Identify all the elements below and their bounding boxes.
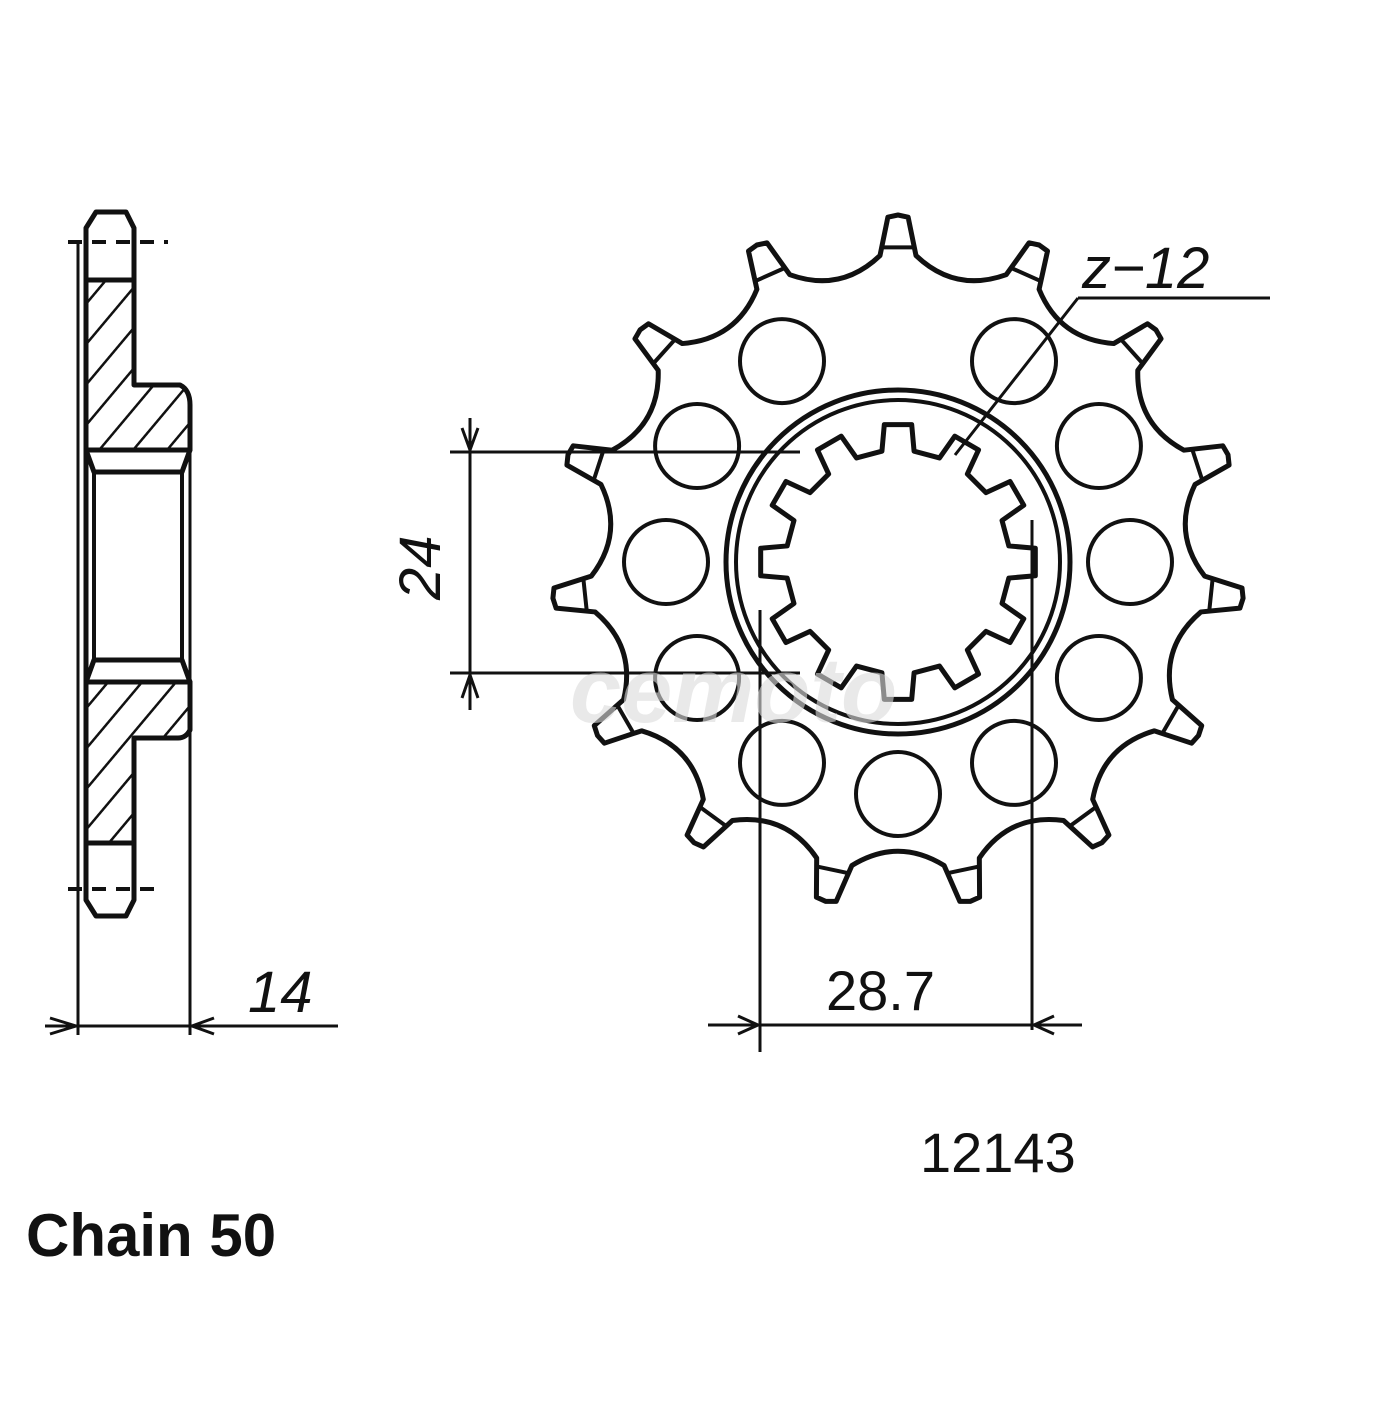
tooth-tip-chamfer bbox=[755, 266, 785, 283]
dimension-label-28-7: 28.7 bbox=[826, 959, 935, 1022]
tooth-tip-chamfer bbox=[1120, 339, 1144, 364]
watermark: cemoto bbox=[570, 640, 897, 742]
lower-hatched-section bbox=[83, 679, 193, 846]
tooth-tip-chamfer bbox=[817, 864, 848, 875]
bottom-tooth-profile bbox=[83, 843, 137, 919]
teeth-count-leader bbox=[953, 296, 1270, 456]
side-section-view bbox=[68, 209, 193, 1035]
lightening-hole bbox=[854, 750, 942, 838]
lightening-hole bbox=[1054, 402, 1143, 490]
chain-size-label: Chain 50 bbox=[26, 1202, 276, 1269]
dimension-width-28-7 bbox=[708, 520, 1082, 1052]
tooth-tip-chamfer bbox=[948, 864, 979, 875]
tooth-tip-chamfer bbox=[581, 580, 589, 610]
lightening-hole bbox=[653, 634, 742, 722]
top-tooth-profile bbox=[83, 209, 137, 280]
hub-ring-inner bbox=[734, 398, 1062, 726]
lower-hub-bevel bbox=[83, 657, 193, 685]
lightening-hole bbox=[622, 518, 710, 606]
lightening-hole bbox=[738, 718, 826, 807]
tooth-tip-chamfer bbox=[1207, 580, 1215, 610]
lightening-hole bbox=[1054, 634, 1143, 722]
sprocket-front-view bbox=[550, 212, 1246, 904]
dimension-height-24 bbox=[450, 418, 800, 710]
lightening-hole bbox=[738, 317, 826, 406]
tooth-tip-chamfer bbox=[1070, 806, 1096, 827]
lightening-hole bbox=[1086, 518, 1174, 606]
dimension-label-14: 14 bbox=[248, 960, 313, 1025]
upper-hub-bevel bbox=[83, 447, 193, 475]
tooth-tip-chamfer bbox=[700, 806, 726, 827]
tooth-tip-chamfer bbox=[1161, 705, 1180, 733]
teeth-count-label: z−12 bbox=[1081, 236, 1209, 301]
sprocket-outline bbox=[550, 212, 1246, 904]
tooth-tip-chamfer bbox=[1011, 266, 1041, 283]
lightening-hole bbox=[970, 718, 1058, 807]
upper-hatched-section bbox=[83, 277, 193, 453]
part-number: 12143 bbox=[920, 1121, 1076, 1184]
hub-ring-outer bbox=[723, 387, 1073, 737]
lightening-hole bbox=[653, 402, 742, 490]
tooth-tip-chamfer bbox=[652, 339, 676, 364]
tooth-tip-chamfer bbox=[616, 705, 635, 733]
tooth-tip-chamfer bbox=[592, 450, 606, 480]
dimension-width-14 bbox=[45, 1016, 338, 1036]
spline-bore bbox=[758, 422, 1038, 702]
tooth-tip-chamfer bbox=[1190, 450, 1204, 480]
lightening-hole bbox=[970, 317, 1058, 406]
dimension-label-24: 24 bbox=[388, 535, 453, 601]
